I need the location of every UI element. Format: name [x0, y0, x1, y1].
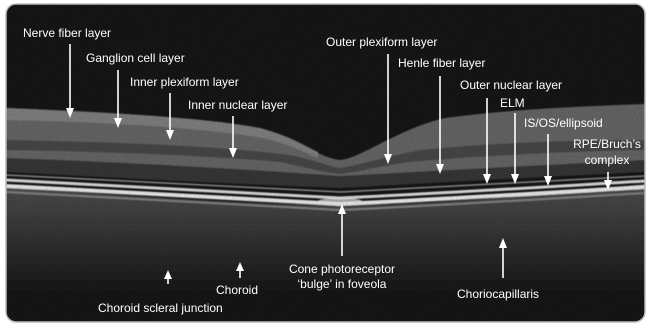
- label-rpe-bruchs-line2: complex: [567, 153, 647, 167]
- label-inner-plexiform-layer: Inner plexiform layer: [130, 75, 239, 89]
- label-ganglion-cell-layer: Ganglion cell layer: [86, 51, 185, 65]
- label-henle-fiber-layer: Henle fiber layer: [398, 56, 485, 70]
- label-is-os-ellipsoid: IS/OS/ellipsoid: [524, 116, 603, 130]
- label-inner-nuclear-layer: Inner nuclear layer: [188, 98, 287, 112]
- label-choroid: Choroid: [216, 283, 258, 297]
- label-outer-plexiform-layer: Outer plexiform layer: [326, 35, 437, 49]
- label-elm: ELM: [500, 96, 525, 110]
- label-nerve-fiber-layer: Nerve fiber layer: [23, 26, 111, 40]
- label-outer-nuclear-layer: Outer nuclear layer: [460, 78, 562, 92]
- label-rpe-bruchs-line1: RPE/Bruch’s: [567, 137, 647, 151]
- label-cone-bulge-line1: Cone photoreceptor: [262, 262, 422, 276]
- label-choriocapillaris: Choriocapillaris: [457, 287, 539, 301]
- label-choroid-scleral-junction: Choroid scleral junction: [98, 301, 223, 315]
- label-cone-bulge-line2: ‘bulge’ in foveola: [262, 277, 422, 291]
